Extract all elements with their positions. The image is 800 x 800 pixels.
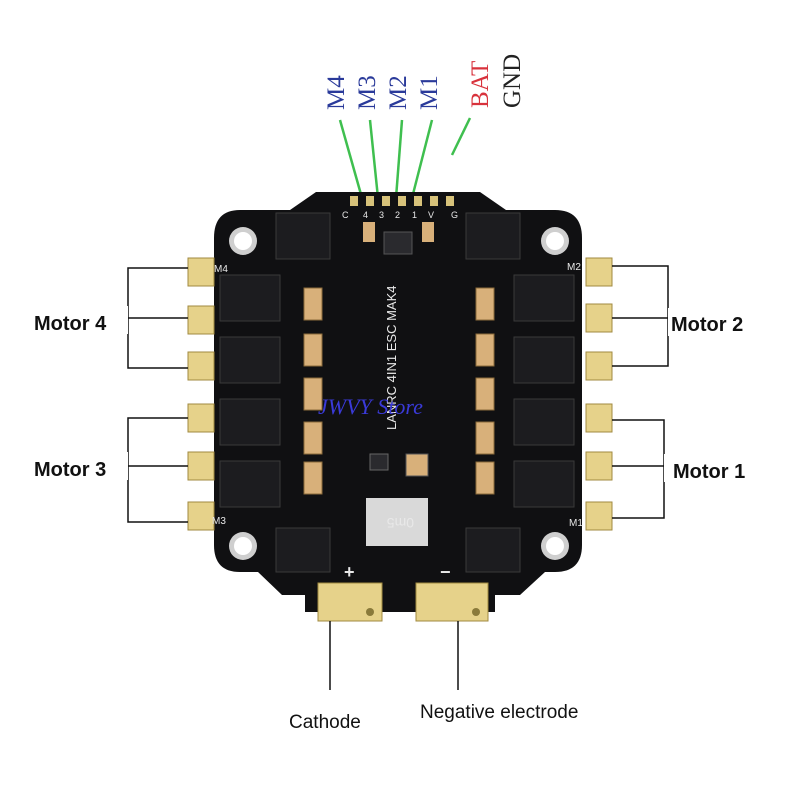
motor-4-label: Motor 4 (34, 313, 107, 335)
right-bracket-lines (612, 265, 669, 519)
pin-label-group: M4 M3 M2 M1 BAT GND (323, 54, 526, 110)
header-mark-4: 4 (363, 210, 368, 220)
negative-electrode-label: Negative electrode (420, 702, 578, 723)
mosfets-right (513, 274, 575, 508)
capacitors-left (303, 287, 323, 495)
power-pad-positive (317, 582, 383, 622)
header-mark-v: V (428, 210, 434, 220)
mounting-holes (229, 227, 569, 560)
wire-m2 (394, 119, 404, 199)
header-mark-1: 1 (412, 210, 417, 220)
pin-label-m4: M4 (323, 75, 350, 110)
mosfets-left (219, 274, 281, 508)
top-components (275, 212, 521, 260)
signal-wires (338, 117, 472, 199)
wire-m1 (410, 119, 434, 199)
pin-label-m2: M2 (385, 75, 412, 110)
header-mark-2: 2 (395, 210, 400, 220)
board-model-label: LANRC 4IN1 ESC MAK4 (384, 286, 399, 431)
motor-pads-left (187, 257, 215, 531)
left-bracket-lines (127, 267, 188, 523)
motor-2-label: Motor 2 (671, 314, 743, 336)
motor-1-label: Motor 1 (673, 461, 745, 483)
pad-mark-m4: M4 (214, 264, 228, 275)
store-watermark: JWVY Store (318, 394, 423, 419)
capacitors-right (475, 287, 495, 495)
signal-header (350, 196, 454, 206)
header-mark-c: C (342, 210, 349, 220)
shunt-label: 0m5 (387, 515, 414, 531)
cathode-label: Cathode (289, 712, 361, 733)
header-mark-g: G (451, 210, 458, 220)
wire-bat (450, 117, 472, 156)
esc-board: C 4 3 2 1 V G (187, 192, 613, 622)
header-pin-marks: C 4 3 2 1 V G (342, 210, 458, 220)
pin-label-m1: M1 (416, 75, 443, 110)
wire-m4 (338, 119, 364, 199)
motor-3-label: Motor 3 (34, 459, 106, 481)
motor-pads-right (585, 257, 613, 531)
power-pad-negative (415, 582, 489, 622)
pin-label-gnd: GND (499, 54, 526, 108)
plus-mark: + (344, 562, 355, 582)
pin-label-bat: BAT (467, 61, 494, 108)
minus-mark: − (440, 562, 451, 582)
pin-label-m3: M3 (354, 75, 381, 110)
pad-mark-m1: M1 (569, 518, 583, 529)
header-mark-3: 3 (379, 210, 384, 220)
wire-m3 (368, 119, 380, 199)
pad-mark-m2: M2 (567, 262, 581, 273)
pad-mark-m3: M3 (212, 516, 226, 527)
bottom-components (275, 453, 521, 573)
power-leader-lines (329, 621, 459, 690)
